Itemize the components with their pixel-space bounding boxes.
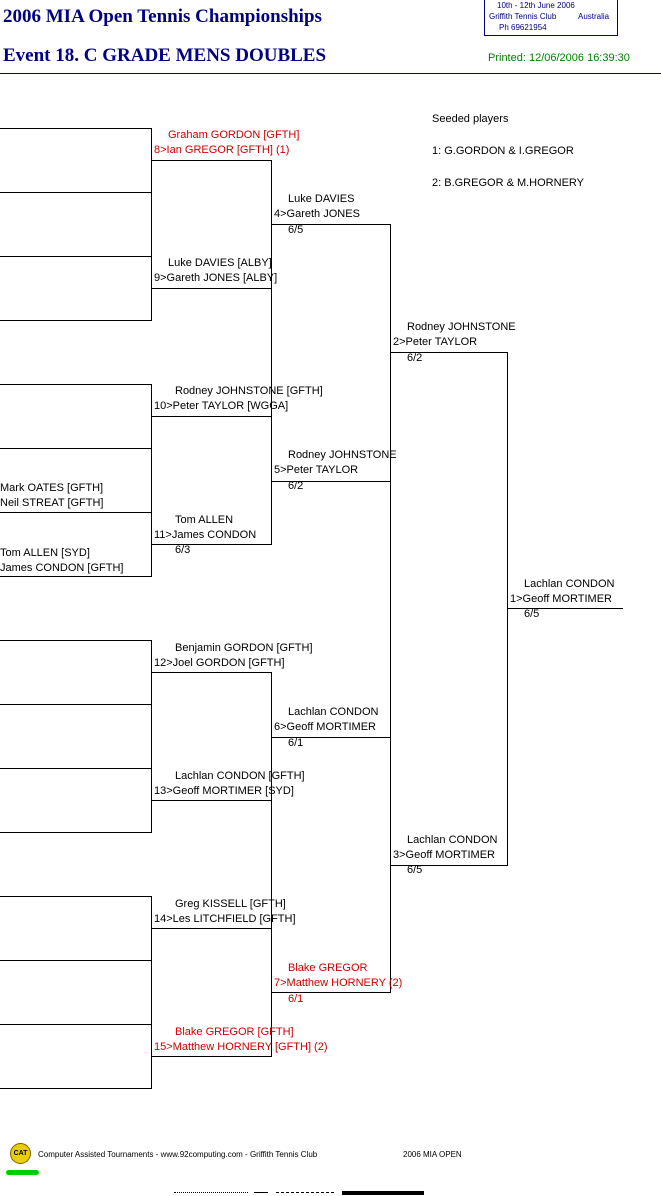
round0-box: [0, 640, 152, 705]
round1-team: Graham GORDON [GFTH]: [168, 129, 300, 141]
round3-box: [390, 352, 508, 866]
round3-team: 2>Peter TAYLOR: [393, 336, 478, 348]
event-title: Event 18. C GRADE MENS DOUBLES: [3, 45, 327, 66]
footer-credit: Computer Assisted Tournaments - www.92co…: [38, 1150, 318, 1159]
round1-team: 13>Geoff MORTIMER [SYD]: [154, 785, 294, 797]
info-box: 10th - 12th June 2006 Griffith Tennis Cl…: [484, 0, 618, 36]
round1-team: 11>James CONDON: [154, 529, 257, 541]
round3-score: 6/5: [407, 864, 423, 876]
round2-team: Rodney JOHNSTONE: [288, 449, 397, 461]
round0-player: Neil STREAT [GFTH]: [0, 497, 104, 509]
round2-team: 5>Peter TAYLOR: [274, 464, 359, 476]
round2-team: Blake GREGOR: [288, 962, 368, 974]
round1-team: Luke DAVIES [ALBY]: [168, 257, 272, 269]
final-team: 1>Geoff MORTIMER: [510, 593, 612, 605]
cat-logo-underline: [6, 1170, 39, 1175]
cat-logo-text: CAT: [13, 1150, 28, 1157]
round0-player: Tom ALLEN [SYD]: [0, 547, 90, 559]
seeds-heading: Seeded players: [432, 113, 509, 125]
round1-team: Rodney JOHNSTONE [GFTH]: [175, 385, 323, 397]
info-country: Australia: [578, 12, 610, 21]
round0-player: James CONDON [GFTH]: [0, 562, 124, 574]
final-team: Lachlan CONDON: [524, 578, 615, 590]
seed-1: 1: G.GORDON & I.GREGOR: [432, 145, 574, 157]
round1-team: Blake GREGOR [GFTH]: [175, 1026, 294, 1038]
round1-team: Greg KISSELL [GFTH]: [175, 898, 286, 910]
round3-team: Lachlan CONDON: [407, 834, 498, 846]
round3-team: Rodney JOHNSTONE: [407, 321, 516, 333]
round1-box: [151, 672, 272, 801]
info-phone: Ph 69621954: [499, 23, 547, 32]
round2-team: Luke DAVIES: [288, 193, 355, 205]
round1-team: Lachlan CONDON [GFTH]: [175, 770, 305, 782]
footer-decoration: [342, 1191, 424, 1195]
round0-player: Mark OATES [GFTH]: [0, 482, 104, 494]
footer-decoration: [254, 1192, 268, 1193]
final-score: 6/5: [524, 608, 540, 620]
footer-decoration: [174, 1192, 248, 1194]
round2-box: [271, 737, 391, 993]
round1-team: 14>Les LITCHFIELD [GFTH]: [154, 913, 296, 925]
round2-team: 4>Gareth JONES: [274, 208, 360, 220]
round0-box: [0, 256, 152, 321]
round0-box: [0, 384, 152, 449]
round1-team: 10>Peter TAYLOR [WGGA]: [154, 400, 289, 412]
round1-team: Benjamin GORDON [GFTH]: [175, 642, 313, 654]
footer-event: 2006 MIA OPEN: [403, 1150, 462, 1159]
round2-score: 6/1: [288, 737, 304, 749]
final-line: [507, 608, 623, 609]
seed-2: 2: B.GREGOR & M.HORNERY: [432, 177, 584, 189]
round0-box: [0, 768, 152, 833]
round2-team: 7>Matthew HORNERY (2): [274, 977, 403, 989]
round1-team: 9>Gareth JONES [ALBY]: [154, 272, 278, 284]
round2-score: 6/2: [288, 480, 304, 492]
round2-score: 6/5: [288, 224, 304, 236]
round1-score: 6/3: [175, 544, 191, 556]
page-title: 2006 MIA Open Tennis Championships: [3, 6, 322, 27]
round1-team: 15>Matthew HORNERY [GFTH] (2): [154, 1041, 328, 1053]
round2-score: 6/1: [288, 993, 304, 1005]
round0-box: [0, 896, 152, 961]
cat-logo: CAT: [10, 1143, 31, 1164]
round1-team: 12>Joel GORDON [GFTH]: [154, 657, 285, 669]
round2-team: 6>Geoff MORTIMER: [274, 721, 376, 733]
round0-box: [0, 128, 152, 193]
round1-team: 8>Ian GREGOR [GFTH] (1): [154, 144, 290, 156]
info-club: Griffith Tennis Club: [489, 12, 557, 21]
round3-team: 3>Geoff MORTIMER: [393, 849, 495, 861]
info-dates: 10th - 12th June 2006: [497, 1, 575, 10]
round1-team: Tom ALLEN: [175, 514, 234, 526]
footer-decoration: [276, 1192, 334, 1194]
round2-box: [271, 224, 391, 482]
round2-team: Lachlan CONDON: [288, 706, 379, 718]
printed-timestamp: Printed: 12/06/2006 16:39:30: [488, 52, 630, 64]
round0-box: [0, 1024, 152, 1089]
header-divider: [0, 73, 661, 74]
round3-score: 6/2: [407, 352, 423, 364]
